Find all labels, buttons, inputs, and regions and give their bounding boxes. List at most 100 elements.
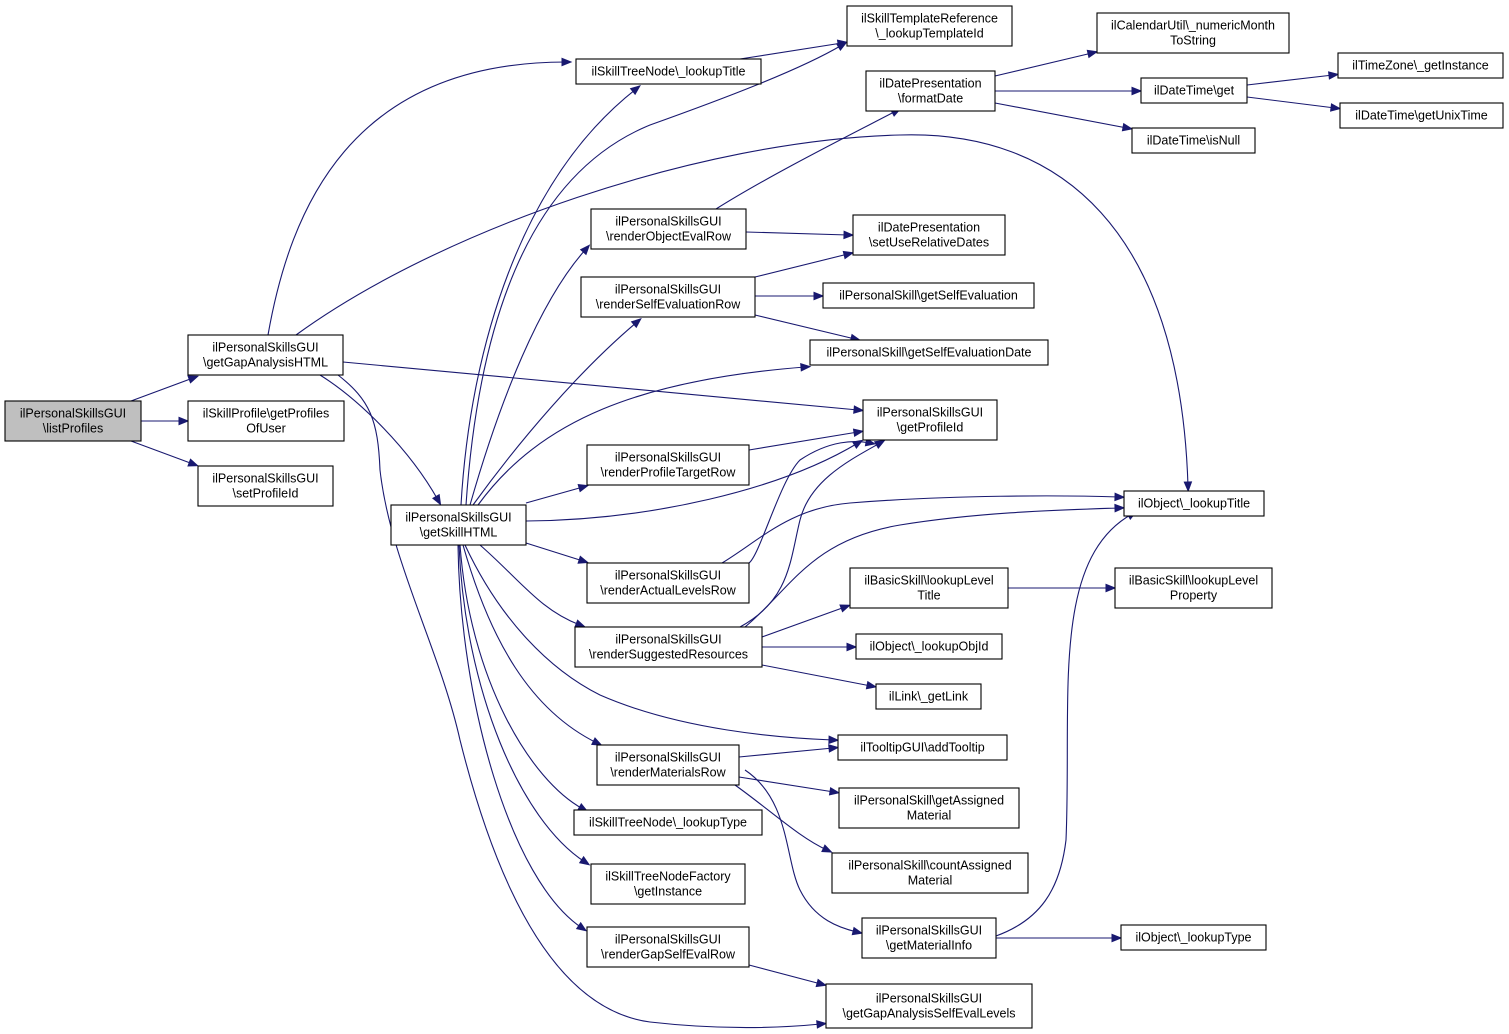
node-box[interactable] [586,926,750,968]
node-box[interactable] [573,809,763,836]
edge-line [465,44,843,506]
node-box[interactable] [865,70,996,112]
edge-line [738,747,834,758]
node-renderSelfEvaluationRow[interactable]: ilPersonalSkillsGUI\renderSelfEvaluation… [580,276,756,318]
node-getSelfEvaluationDate[interactable]: ilPersonalSkill\getSelfEvaluationDate [809,339,1049,366]
node-label-line: ilLink\_getLink [889,690,969,704]
node-box[interactable] [1140,77,1248,104]
call-edge-renderObjectEvalRow-to-formatDate [715,108,902,210]
node-box[interactable] [187,400,345,442]
node-box[interactable] [197,465,334,507]
node-dtGet[interactable]: ilDateTime\get [1140,77,1248,104]
node-box[interactable] [590,863,746,905]
node-label-line: \setProfileId [232,487,298,501]
node-formatDate[interactable]: ilDatePresentation\formatDate [865,70,996,112]
arrowhead-icon [851,926,864,936]
node-label-line: ilDateTime\getUnixTime [1355,109,1487,123]
node-box[interactable] [852,214,1006,256]
node-box[interactable] [580,276,756,318]
node-getLink[interactable]: ilLink\_getLink [875,683,982,710]
call-edge-getSkillHTML-to-renderObjectEvalRow [469,244,591,506]
node-listProfiles[interactable]: ilPersonalSkillsGUI\listProfiles [4,400,142,442]
node-box[interactable] [187,334,344,376]
node-addTooltip[interactable]: ilTooltipGUI\addTooltip [837,734,1008,761]
node-setUseRelativeDates[interactable]: ilDatePresentation\setUseRelativeDates [852,214,1006,256]
node-box[interactable] [1114,567,1273,609]
edge-line [739,42,843,60]
node-stnFactory[interactable]: ilSkillTreeNodeFactory\getInstance [590,863,746,905]
node-renderSuggestedResources[interactable]: ilPersonalSkillsGUI\renderSuggestedResou… [574,626,763,668]
node-label-line: \renderProfileTargetRow [601,466,737,480]
edge-line [525,542,584,562]
node-renderProfileTargetRow[interactable]: ilPersonalSkillsGUI\renderProfileTargetR… [586,444,750,486]
node-box[interactable] [586,562,750,604]
node-box[interactable] [849,567,1009,609]
node-label-line: ilPersonalSkillsGUI [615,569,721,583]
node-box[interactable] [838,787,1020,829]
node-renderActualLevelsRow[interactable]: ilPersonalSkillsGUI\renderActualLevelsRo… [586,562,750,604]
node-box[interactable] [586,444,750,486]
node-box[interactable] [1096,12,1290,54]
node-box[interactable] [822,282,1035,309]
node-label-line: ilPersonalSkillsGUI [615,283,721,297]
node-box[interactable] [590,208,747,250]
arrowhead-icon [843,230,855,240]
node-tzGetInstance[interactable]: ilTimeZone\_getInstance [1337,52,1504,79]
node-label-line: ilPersonalSkillsGUI [615,751,721,765]
node-label-line: ilPersonalSkillsGUI [615,451,721,465]
node-getGapAnalysisSelfEvalLevels[interactable]: ilPersonalSkillsGUI\getGapAnalysisSelfEv… [825,983,1033,1029]
node-renderMaterialsRow[interactable]: ilPersonalSkillsGUI\renderMaterialsRow [596,744,740,786]
node-getSelfEvaluation[interactable]: ilPersonalSkill\getSelfEvaluation [822,282,1035,309]
node-box[interactable] [1337,52,1504,79]
node-getSkillHTML[interactable]: ilPersonalSkillsGUI\getSkillHTML [390,504,527,546]
node-lookupObjId[interactable]: ilObject\_lookupObjId [855,633,1003,660]
edge-line [267,61,567,336]
node-label-line: ilSkillTreeNode\_lookupType [589,816,747,830]
node-box[interactable] [596,744,740,786]
node-box[interactable] [861,917,997,959]
node-box[interactable] [575,58,762,85]
node-stnLookupType[interactable]: ilSkillTreeNode\_lookupType [573,809,763,836]
node-box[interactable] [1131,127,1256,154]
node-box[interactable] [875,683,982,710]
node-box[interactable] [831,852,1029,894]
node-setProfileId[interactable]: ilPersonalSkillsGUI\setProfileId [197,465,334,507]
node-isNull[interactable]: ilDateTime\isNull [1131,127,1256,154]
node-objLookupType[interactable]: ilObject\_lookupType [1120,924,1267,951]
node-box[interactable] [1123,490,1265,517]
node-box[interactable] [1120,924,1267,951]
node-box[interactable] [825,983,1033,1029]
node-label-line: ilPersonalSkill\getSelfEvaluationDate [827,346,1032,360]
node-label-line: ilPersonalSkill\getSelfEvaluation [839,289,1018,303]
node-box[interactable] [862,399,998,441]
node-box[interactable] [4,400,142,442]
node-box[interactable] [390,504,527,546]
call-edge-getGapAnalysisHTML-to-getSkillHTML [319,374,442,506]
node-box[interactable] [574,626,763,668]
node-renderGapSelfEvalRow[interactable]: ilPersonalSkillsGUI\renderGapSelfEvalRow [586,926,750,968]
node-stnLookupTitle[interactable]: ilSkillTreeNode\_lookupTitle [575,58,762,85]
node-renderObjectEvalRow[interactable]: ilPersonalSkillsGUI\renderObjectEvalRow [590,208,747,250]
call-edge-renderObjectEvalRow-to-setUseRelativeDates [745,230,855,240]
node-templateRef[interactable]: ilSkillTemplateReference\_lookupTemplate… [846,5,1013,47]
node-getGapAnalysisHTML[interactable]: ilPersonalSkillsGUI\getGapAnalysisHTML [187,334,344,376]
node-getProfileId[interactable]: ilPersonalSkillsGUI\getProfileId [862,399,998,441]
arrowhead-icon [828,786,841,796]
node-box[interactable] [809,339,1049,366]
node-label-line: \getGapAnalysisHTML [203,356,328,370]
node-box[interactable] [837,734,1008,761]
node-box[interactable] [846,5,1013,47]
node-box[interactable] [1339,102,1504,129]
node-box[interactable] [855,633,1003,660]
node-getMaterialInfo[interactable]: ilPersonalSkillsGUI\getMaterialInfo [861,917,997,959]
node-getUnixTime[interactable]: ilDateTime\getUnixTime [1339,102,1504,129]
arrowhead-icon [591,737,603,746]
node-objLookupTitle[interactable]: ilObject\_lookupTitle [1123,490,1265,517]
edge-line [995,513,1133,937]
